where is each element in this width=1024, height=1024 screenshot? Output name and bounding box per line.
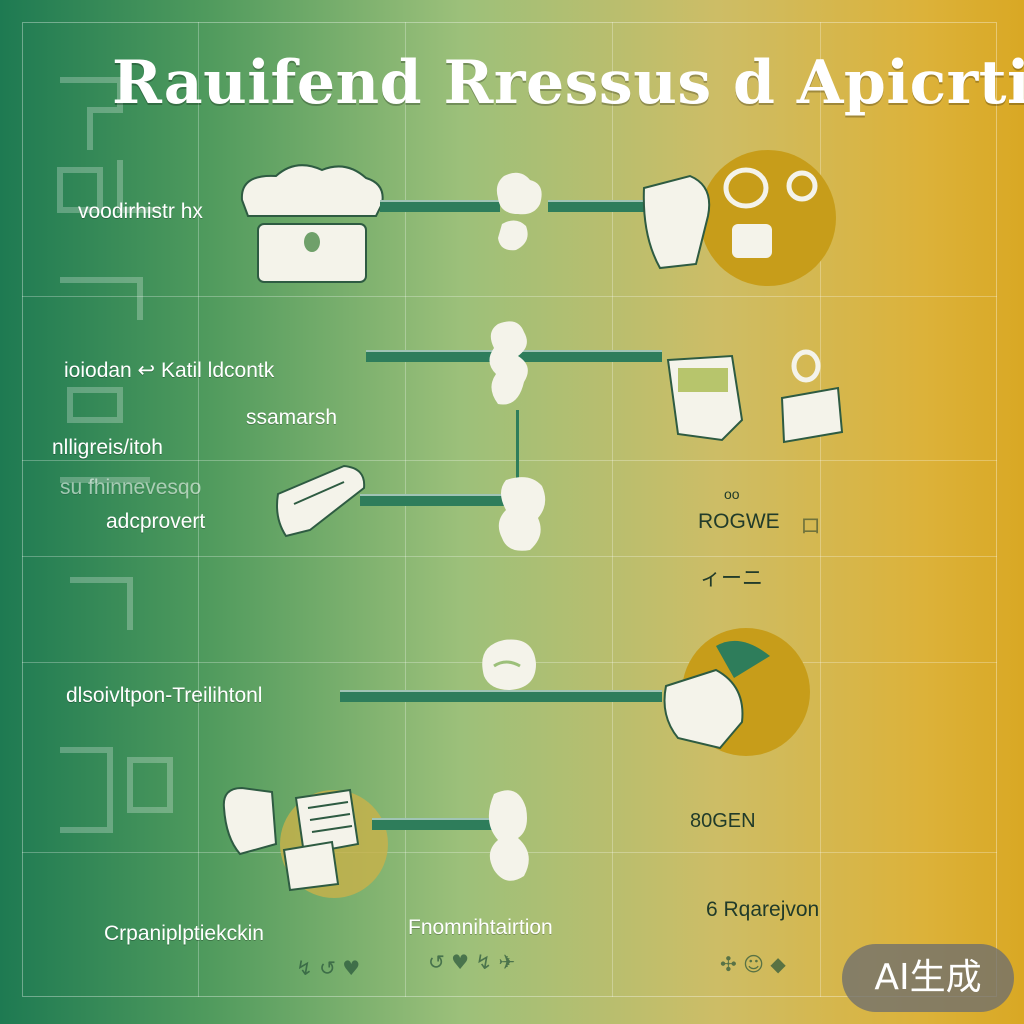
blob-node-icon: [489, 321, 528, 405]
bottom-right-label: 6 Rqarejvon: [706, 898, 820, 921]
grid-line: [820, 22, 821, 997]
connector-bar: [360, 494, 506, 506]
grid-line: [612, 22, 613, 997]
tools-circle-icon: [642, 150, 836, 286]
grid-line: [22, 296, 997, 297]
row3-right-label: ROGWE: [698, 510, 780, 533]
connector-bar: [340, 690, 662, 702]
egg-icon: [482, 639, 536, 690]
connector-bar: [548, 200, 648, 212]
connector-vertical: [516, 410, 519, 500]
book-bag-icon: [222, 786, 388, 898]
row3-right-sub: ィーニ: [700, 567, 763, 590]
row3-label: adcprovert: [106, 510, 206, 533]
grid-line: [405, 22, 406, 997]
grid-line: [22, 460, 997, 461]
folded-cloth-icon: [276, 464, 366, 538]
tree-circle-icon: [663, 628, 810, 756]
diagram-title: Rauifend Rressus d Apicrtin: [112, 48, 1024, 118]
grid-line: [22, 556, 997, 557]
row3-label-ghost: su fhinnevesqo: [60, 476, 202, 499]
decorative-swirl-icons: ✣ ☺ ◆: [720, 952, 786, 976]
row4-label: dlsoivltpon-Treilihtonl: [66, 684, 263, 707]
bottom-left-label: Crpaniplptiekckin: [104, 922, 264, 945]
decorative-swirl-icons: ↯ ↺ ♥: [296, 956, 361, 980]
row3-right-top: oo: [724, 486, 740, 502]
row3-label-top: nlligreis/itoh: [52, 436, 163, 459]
chef-hat-icon: [240, 164, 384, 283]
row5-right-label: 80GEN: [690, 810, 756, 832]
decorative-swirl-icons: ↺ ♥ ↯ ✈: [428, 950, 516, 974]
row2-label: ioiodan ↩ Katil ldcontk: [64, 359, 275, 382]
ai-generated-badge: AI生成: [842, 944, 1014, 1012]
documents-icon: [666, 349, 844, 444]
row1-label: voodirhistr hx: [78, 200, 203, 223]
decorative-glyphs: [57, 77, 173, 833]
diagram-frame: [22, 22, 997, 997]
bottom-center-label: Fnomnihtairtion: [408, 916, 553, 939]
blob-node-icon: [496, 172, 542, 251]
row3-right-ghost: ロ: [800, 515, 821, 538]
connector-bar: [372, 818, 500, 830]
connector-bar: [380, 200, 500, 212]
blob-node-icon: [488, 790, 529, 881]
grid-line: [198, 22, 199, 997]
row2-sublabel: ssamarsh: [246, 406, 338, 429]
blob-node-icon: [498, 477, 546, 551]
